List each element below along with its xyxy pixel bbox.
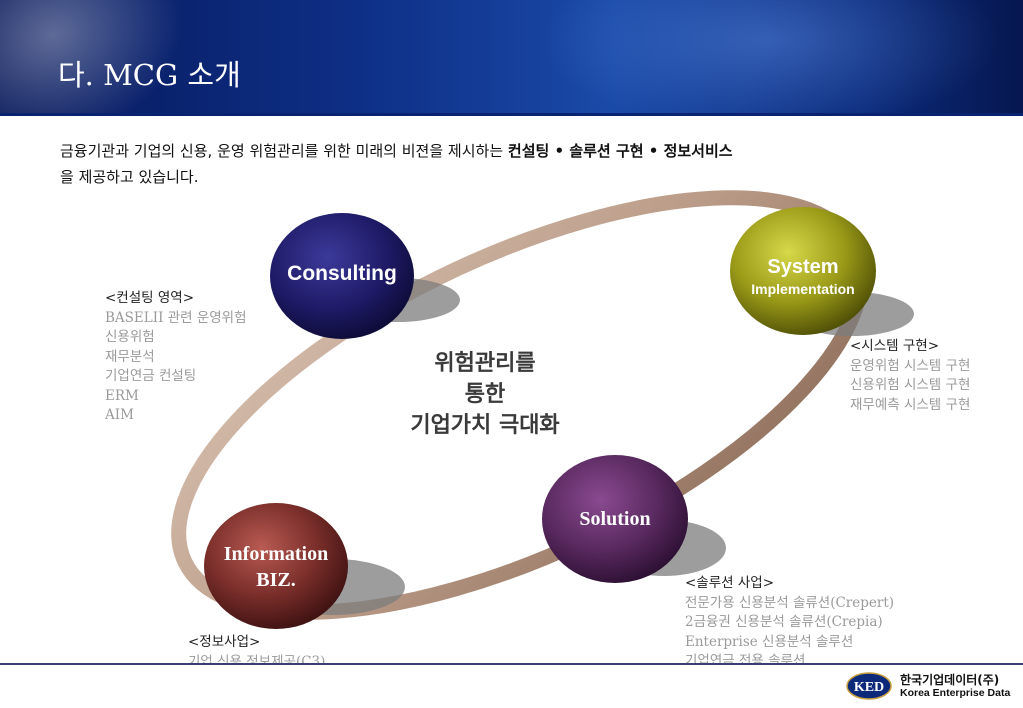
consulting-note-item: 기업연금 컨설팅 — [105, 368, 197, 384]
company-name-english: Korea Enterprise Data — [900, 687, 1011, 699]
system-notes-heading: <시스템 구현> — [850, 338, 940, 354]
consulting-notes-heading: <컨설팅 영역> — [105, 290, 195, 306]
intro-paragraph: 금융기관과 기업의 신용, 운영 위험관리를 위한 미래의 비젼을 제시하는 컨… — [60, 138, 960, 190]
intro-text-end: 을 제공하고 있습니다. — [60, 168, 199, 186]
consulting-note-item: ERM — [105, 387, 139, 404]
solution-label: Solution — [579, 508, 651, 530]
logo-text: KED — [854, 680, 884, 695]
consulting-note-item: 신용위험 — [105, 329, 155, 345]
system-node — [730, 207, 876, 335]
consulting-note-item: 재무분석 — [105, 348, 155, 365]
solution-notes: <솔루션 사업> 전문가용 신용분석 솔류션(Crepert) 2금융권 신용분… — [685, 574, 965, 672]
footer-divider — [0, 663, 1023, 665]
intro-bold-text: 컨설팅 • 솔루션 구현 • 정보서비스 — [507, 142, 733, 160]
system-sublabel: Implementation — [751, 281, 855, 297]
system-label: System — [767, 256, 839, 278]
system-note-item: 신용위험 시스템 구현 — [850, 377, 971, 393]
center-line-1: 위험관리를 — [434, 350, 536, 376]
company-name-korean: 한국기업데이터(주) — [900, 673, 1000, 687]
consulting-note-item: BASELII 관련 운영위험 — [105, 309, 247, 326]
information-notes-heading: <정보사업> — [188, 634, 261, 650]
solution-notes-heading: <솔루션 사업> — [685, 575, 775, 591]
information-node — [204, 503, 348, 629]
system-note-item: 운영위험 시스템 구현 — [850, 357, 971, 374]
center-line-3: 기업가치 극대화 — [410, 412, 560, 438]
consulting-notes: <컨설팅 영역> BASELII 관련 운영위험 신용위험 재무분석 기업연금 … — [105, 289, 270, 426]
ked-logo-icon: KED — [846, 672, 892, 700]
consulting-node — [270, 213, 414, 339]
system-note-item: 재무예측 시스템 구현 — [850, 396, 971, 413]
information-label: Information BIZ. — [205, 541, 347, 593]
header-divider — [0, 113, 1023, 116]
consulting-label: Consulting — [287, 262, 397, 285]
center-line-2: 통한 — [464, 381, 506, 407]
header-glow — [520, 0, 1020, 113]
solution-note-item: Enterprise 신용분석 솔루션 — [685, 633, 854, 650]
intro-text: 금융기관과 기업의 신용, 운영 위험관리를 위한 미래의 비젼을 제시하는 — [60, 142, 508, 160]
information-label-line1: Information — [223, 543, 329, 565]
consulting-note-item: AIM — [105, 407, 134, 423]
information-label-line2: BIZ. — [256, 569, 296, 591]
system-notes: <시스템 구현> 운영위험 시스템 구현 신용위험 시스템 구현 재무예측 시스… — [850, 337, 1000, 415]
solution-note-item: 전문가용 신용분석 솔류션(Crepert) — [685, 594, 895, 611]
header-banner: 다. MCG 소개 — [0, 0, 1023, 113]
solution-note-item: 2금융권 신용분석 솔류션(Crepia) — [685, 614, 883, 630]
solution-node — [542, 455, 688, 583]
page-title: 다. MCG 소개 — [58, 58, 241, 92]
center-caption: 위험관리를 통한 기업가치 극대화 — [365, 348, 605, 441]
